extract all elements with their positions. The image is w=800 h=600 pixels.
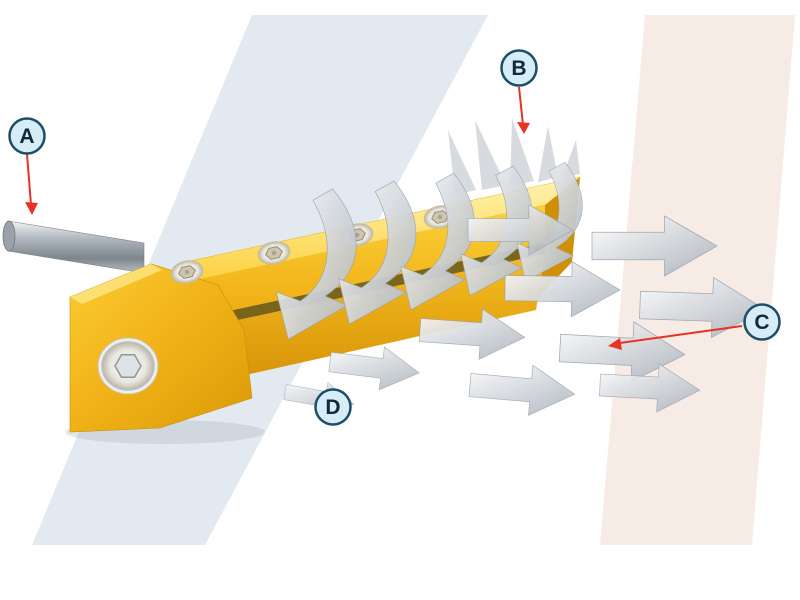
label-d-text: D xyxy=(325,396,340,419)
chamfer-highlight xyxy=(70,264,162,304)
tube-end-cap xyxy=(2,220,16,252)
label-a-badge xyxy=(8,117,46,155)
air-supply-tube xyxy=(2,220,145,274)
label-d-badge xyxy=(314,388,352,426)
label-b-arrow xyxy=(517,86,530,134)
hex-socket-screw xyxy=(170,260,204,284)
label-c-arrow xyxy=(608,325,743,350)
intake-spike xyxy=(538,126,558,182)
label-b-badge xyxy=(500,49,538,87)
hex-socket-screw xyxy=(257,241,291,265)
label-b-text: B xyxy=(511,57,526,80)
label-c-badge xyxy=(743,303,781,341)
large-hex-screw xyxy=(97,337,159,395)
intake-spike xyxy=(475,120,506,190)
callout-b: B xyxy=(500,49,538,134)
callout-c: C xyxy=(608,303,781,350)
background-band-pink xyxy=(600,15,795,545)
label-a-arrow xyxy=(25,153,38,215)
label-a-text: A xyxy=(19,125,34,148)
callout-d: D xyxy=(314,388,352,426)
callout-a: A xyxy=(8,117,46,215)
intake-spike xyxy=(510,118,534,186)
label-c-text: C xyxy=(754,311,769,334)
